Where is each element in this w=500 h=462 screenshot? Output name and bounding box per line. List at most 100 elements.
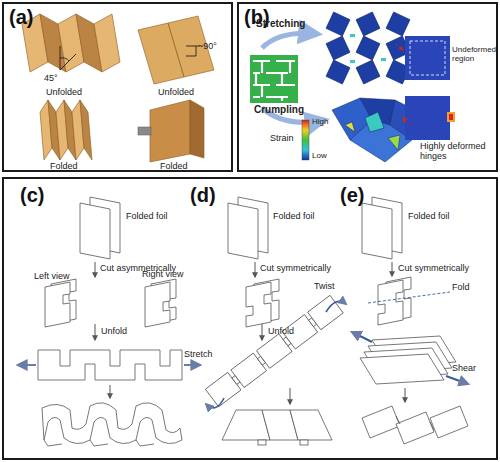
panel-letter: (d) [190,185,216,205]
shear-arrow [352,332,468,384]
kirigami-pattern [253,61,295,101]
cut-sheet [246,282,271,327]
flat-sheet-folded [150,100,190,162]
unfolded-strip [256,334,292,368]
foil-sheet [362,203,392,259]
unit-cell [405,36,455,140]
sheared-result [362,406,468,444]
unfolded-strip [308,295,344,329]
stretch-arrow [18,364,36,366]
cut-sheet [45,279,176,327]
zigzag-sheet-unfolded [22,14,120,72]
figure-label: Undeformed region [452,46,496,64]
figure-label: High [312,118,328,127]
fold-line [368,292,450,303]
stretch-arrow [184,364,200,366]
shear-arrow [446,376,468,384]
leader-arrow [396,44,412,126]
figure-label: Unfolded [158,88,194,98]
flat-sheet-unfolded [168,23,184,77]
stretched-lattice [386,12,410,36]
unit-cell [410,41,445,75]
cut-sheet [378,280,403,325]
figure-label: Unfold [268,327,294,337]
figure-label: Twist [314,282,335,292]
foil-sheet [228,197,268,259]
sheared-result [430,422,434,430]
step-arrow [110,385,111,398]
process-arrow [262,33,318,48]
figure-label: Strain [270,134,294,144]
angle-mark [60,54,76,70]
twist-arrow [206,301,346,408]
stretched-lattice [356,12,380,36]
stretched-lattice [356,36,380,60]
stretched-strip [44,440,154,446]
cut-sheet [145,282,170,327]
hinge-mark [381,58,386,61]
figure-label: Folded foil [126,212,168,222]
sheared-result [430,406,468,438]
figure-label: Highly deformed hinges [420,142,496,162]
figure-label: Crumpling [254,104,304,115]
unit-cell [405,96,450,140]
stretched-strip [42,403,182,444]
zigzag-sheet-folded [40,100,92,160]
stretched-lattice [326,12,350,36]
zigzag-sheet-folded [80,100,92,160]
leader-arrow [403,118,412,126]
twisted-result [258,440,266,445]
sheared-result [396,416,400,424]
panel-letter: (a) [9,7,33,27]
figure-label: Unfold [101,327,127,337]
figure-label: Right view [142,270,184,280]
twisted-result [290,410,332,440]
panel-letter: (c) [20,185,44,205]
zigzag-sheet-unfolded [94,14,120,72]
hinge-mark [350,60,355,63]
sheared-result [362,406,400,438]
foil-sheet [80,203,110,259]
sheared-result [396,412,434,444]
step-arrow [290,388,291,404]
hinge-mark [350,34,386,63]
kirigami-pattern [250,55,298,103]
unit-cell [449,114,453,120]
flat-sheet-folded [138,127,151,135]
figure-label: Shear [452,364,476,374]
step-arrow [392,262,393,276]
hinge-mark [350,34,355,37]
panel-letter: (e) [340,185,364,205]
flat-sheet-unfolded [186,46,196,56]
cut-sheet [45,282,70,327]
leader-arrow [396,44,403,50]
angle-mark [60,46,76,70]
figure-label: 45° [44,74,58,84]
stretched-lattice [356,60,380,84]
figure-label: Folded [50,162,78,172]
step-arrow [405,388,406,402]
unfolded-strip [205,295,343,406]
unit-cell [405,36,450,80]
panel-frame: (a) [2,2,233,172]
twisted-result [222,410,332,445]
step-arrow [95,324,96,340]
figure-label: Left view [34,272,70,282]
unit-cell [447,112,455,122]
flat-sheet-unfolded [186,46,200,47]
crumpled-sheet [388,135,400,150]
foil-sheet [362,197,402,259]
flat-sheet-folded [190,100,204,158]
unfolded-strip [38,350,182,380]
step-arrow [255,262,256,277]
figure-label: Low [312,152,327,161]
figure-label: Fold [452,283,470,293]
stretched-lattice [326,36,350,60]
figure-label: Folded foil [273,212,315,222]
sheared-stack [360,336,456,384]
unfolded-strip [205,372,241,406]
foil-sheet [80,197,120,259]
crumpled-sheet [345,122,355,132]
step-arrow [95,262,96,277]
